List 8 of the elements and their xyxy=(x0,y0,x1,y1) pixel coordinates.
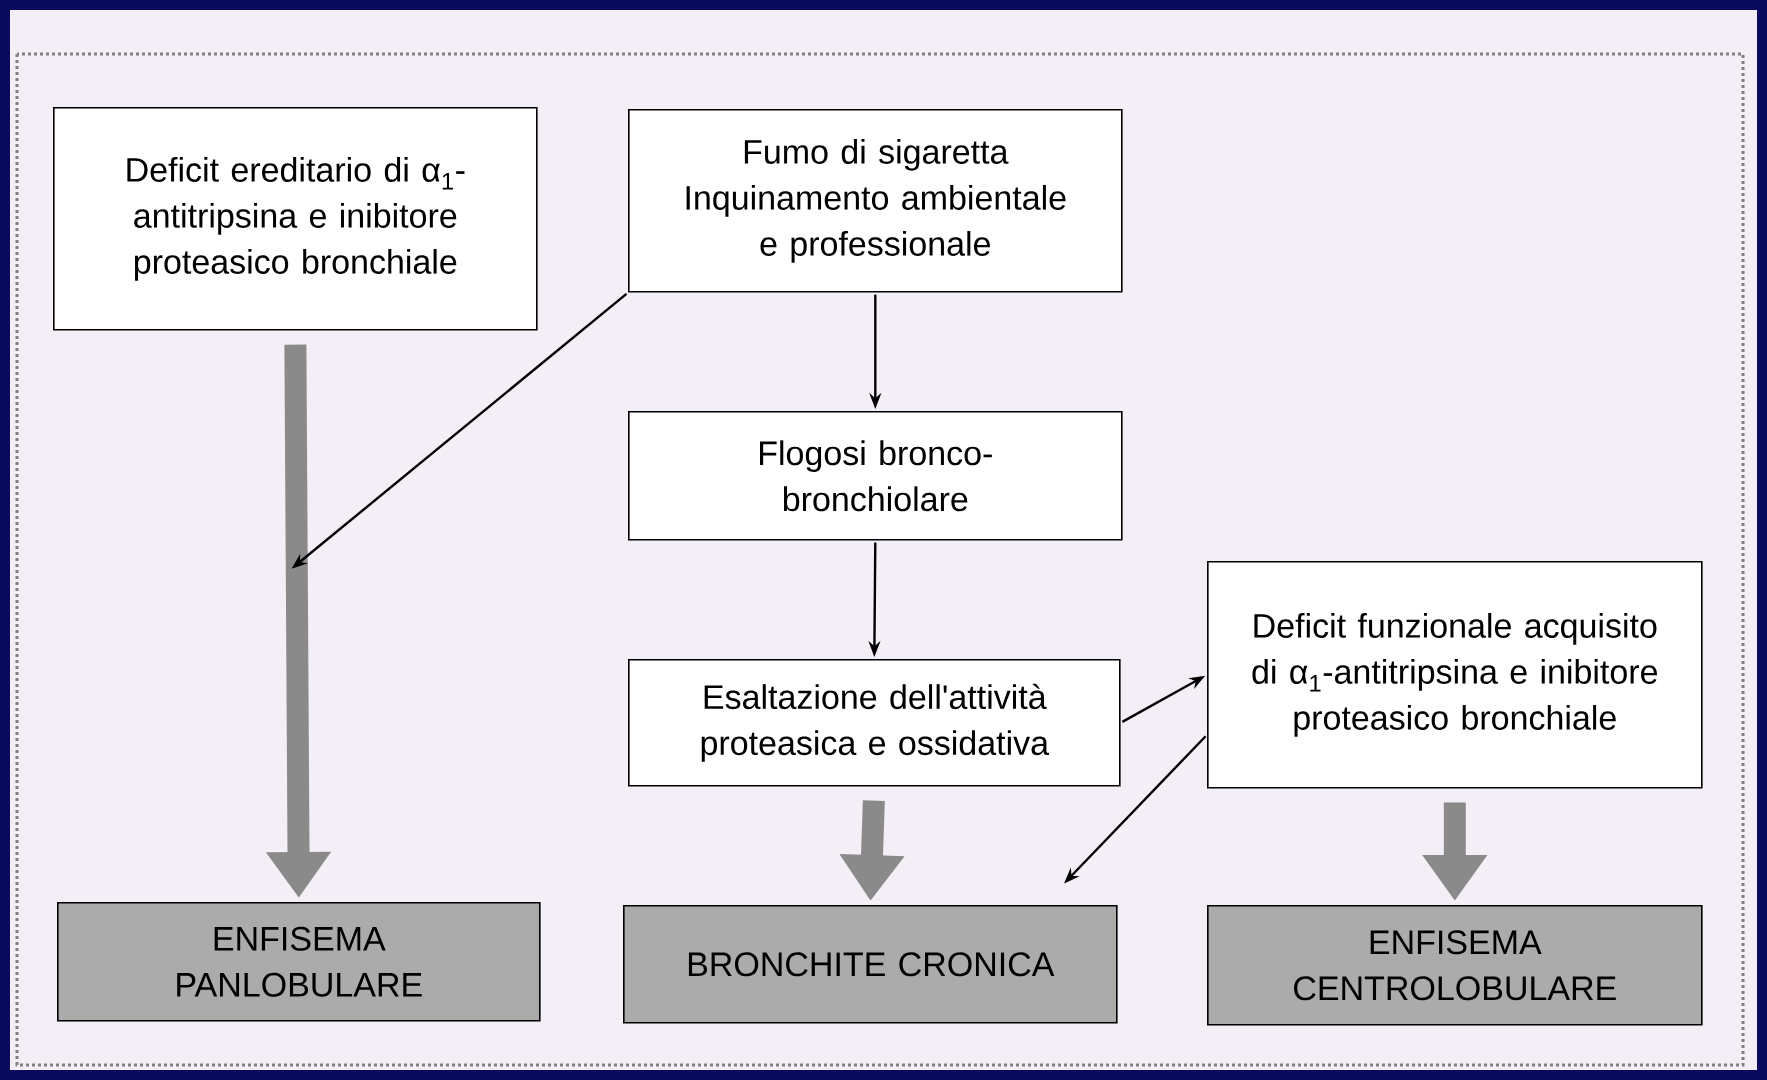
process-box: Deficit ereditario di α$_{1}$-antitripsina e inibitore proteasico bronchiale xyxy=(53,107,538,331)
outcome-box: ENFISEMA CENTROLOBULARE xyxy=(1207,905,1703,1026)
process-box: Flogosi bronco-bronchiolare xyxy=(628,411,1123,541)
process-box: Fumo di sigaretta Inquinamento ambientale e professionale xyxy=(628,109,1123,293)
process-box: Esaltazione dell'attività proteasica e ossidativa xyxy=(628,659,1121,787)
outcome-box: BRONCHITE CRONICA xyxy=(623,905,1118,1024)
process-box: Deficit funzionale acquisito di α$_{1}$-antitripsina e inibitore proteasico bronchiale xyxy=(1207,561,1703,789)
outcome-box: ENFISEMA PANLOBULARE xyxy=(57,902,541,1022)
